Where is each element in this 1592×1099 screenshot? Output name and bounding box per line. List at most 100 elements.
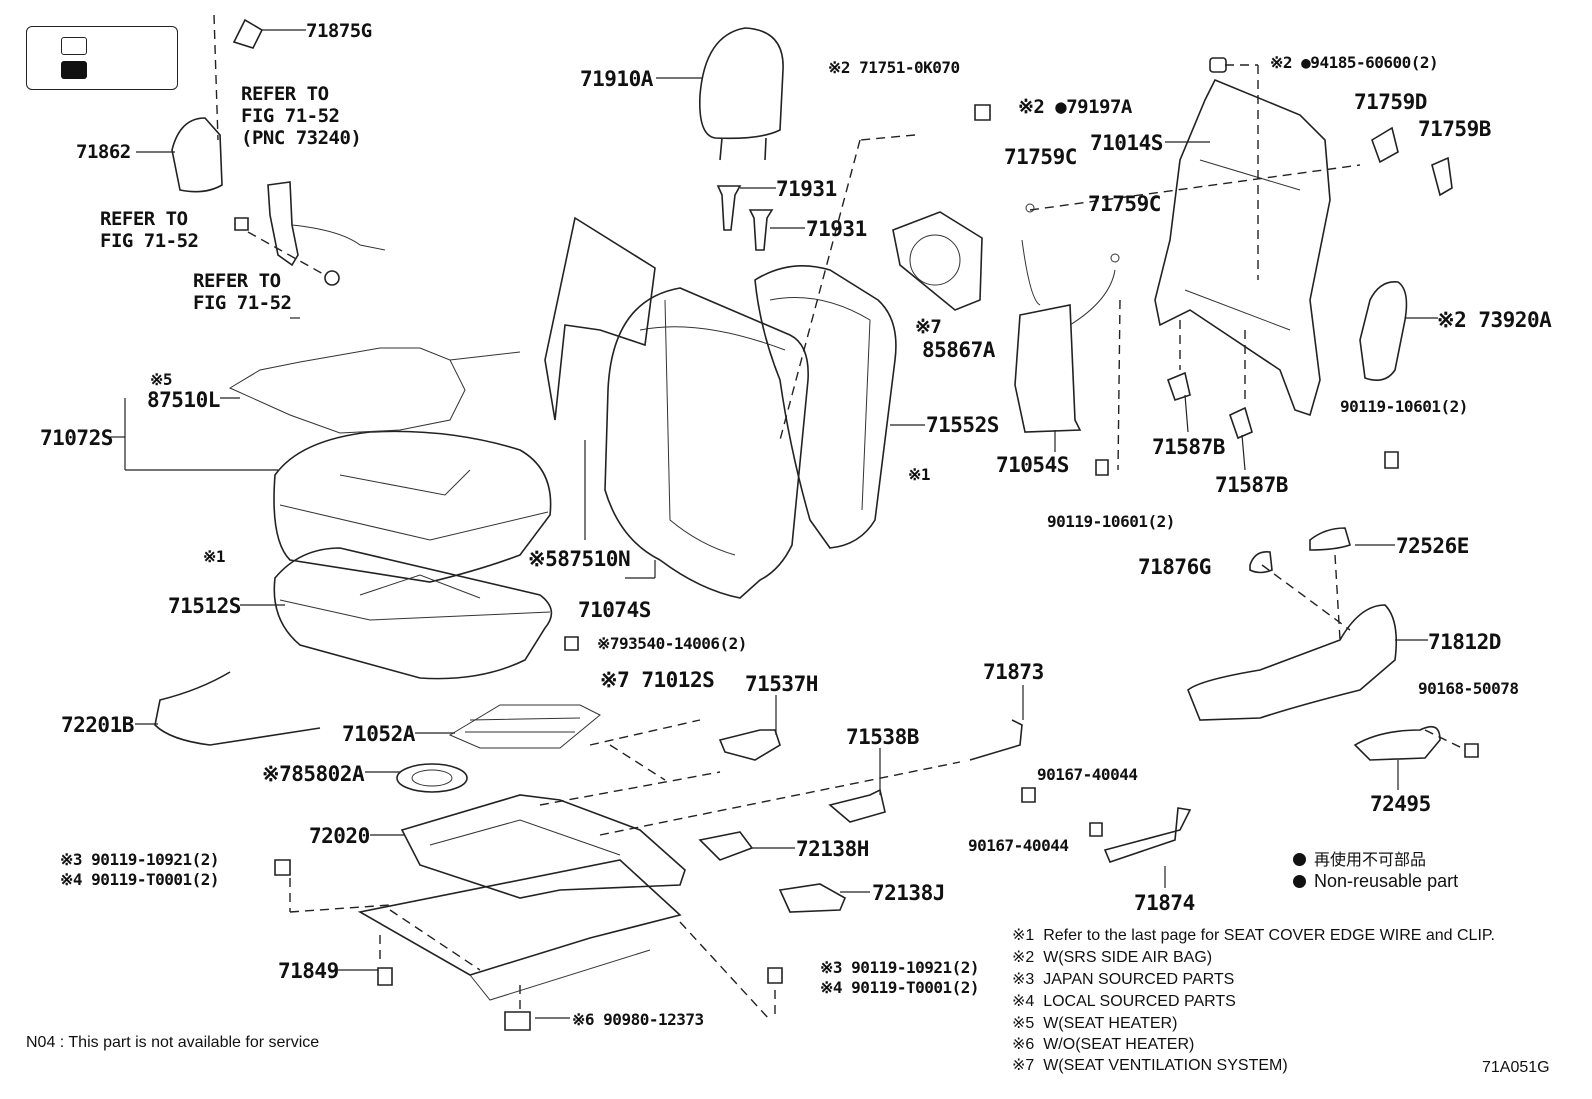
- note-mark-1-a: ※1: [203, 547, 226, 566]
- refer-to-c2: FIG 71-52: [193, 292, 292, 314]
- clips-drawing: [1025, 126, 1453, 263]
- part-94185-60600[interactable]: ※2 ●94185-60600(2): [1270, 53, 1439, 72]
- part-71812d[interactable]: 71812D: [1428, 630, 1501, 654]
- part-71512s[interactable]: 71512S: [168, 594, 241, 618]
- note-row: ※3 JAPAN SOURCED PARTS: [1012, 971, 1235, 988]
- part-71876g[interactable]: 71876G: [1138, 555, 1211, 579]
- white-swatch: [61, 37, 87, 55]
- part-71759b[interactable]: 71759B: [1418, 117, 1491, 141]
- part-90167-40044-b[interactable]: 90167-40044: [968, 836, 1069, 855]
- part-71537h[interactable]: 71537H: [745, 672, 818, 696]
- bracket-drawing: [698, 729, 886, 913]
- side-airbag-drawing: [1359, 281, 1408, 381]
- legend-nonreusable-en: Non-reusable part: [1293, 871, 1458, 892]
- note-row: ※7 W(SEAT VENTILATION SYSTEM): [1012, 1057, 1288, 1074]
- part-85802a[interactable]: ※785802A: [262, 762, 365, 786]
- part-71587b-b[interactable]: 71587B: [1215, 473, 1288, 497]
- part-71862[interactable]: 71862: [76, 141, 131, 163]
- part-90119-t0001-b[interactable]: ※4 90119-T0001(2): [820, 978, 980, 997]
- part-72201b[interactable]: 72201B: [61, 713, 134, 737]
- refer-to-a2: FIG 71-52: [241, 105, 340, 127]
- note-row: ※1 Refer to the last page for SEAT COVER…: [1012, 927, 1495, 944]
- headrest-drawing: [698, 27, 784, 161]
- diagram-id: 71A051G: [1482, 1059, 1550, 1076]
- part-71052a[interactable]: 71052A: [342, 722, 415, 746]
- bolts-drawing: [234, 57, 1479, 1031]
- part-71552s[interactable]: 71552S: [926, 413, 999, 437]
- cover-71862-drawing: [171, 117, 223, 193]
- seatback-pad-drawing: [754, 264, 897, 549]
- lever-drawing: [1353, 725, 1441, 761]
- part-72526e[interactable]: 72526E: [1396, 534, 1469, 558]
- part-72495[interactable]: 72495: [1370, 792, 1431, 816]
- part-71759c-b[interactable]: 71759C: [1088, 192, 1161, 216]
- part-71931-b[interactable]: 71931: [806, 217, 867, 241]
- filled-circle-icon: [1293, 853, 1306, 866]
- part-72020[interactable]: 72020: [309, 824, 370, 848]
- part-79197a[interactable]: ※2 ●79197A: [1018, 96, 1132, 118]
- legend-swatch-box: [26, 26, 178, 90]
- clip-71876g-drawing: [1249, 550, 1273, 574]
- part-71849[interactable]: 71849: [278, 959, 339, 983]
- part-87510l-mark: ※5: [150, 370, 173, 389]
- leader-lines: [110, 29, 1438, 1019]
- part-72138h[interactable]: 72138H: [796, 837, 869, 861]
- part-71759c-a[interactable]: 71759C: [1004, 145, 1077, 169]
- part-71014s[interactable]: 71014S: [1090, 131, 1163, 155]
- buckle-drawing: [267, 181, 386, 267]
- part-71587b-a[interactable]: 71587B: [1152, 435, 1225, 459]
- refer-to-b2: FIG 71-52: [100, 230, 199, 252]
- refer-to-b1: REFER TO: [100, 208, 188, 230]
- note-row: ※6 W/O(SEAT HEATER): [1012, 1036, 1195, 1053]
- refer-to-a3: (PNC 73240): [241, 127, 362, 149]
- part-87510n[interactable]: ※587510N: [528, 547, 631, 571]
- part-71751-0k070[interactable]: ※2 71751-0K070: [828, 58, 960, 77]
- guide-lines: [213, 14, 1463, 1021]
- part-90119-10601-a[interactable]: 90119-10601(2): [1340, 397, 1468, 416]
- part-71875g[interactable]: 71875G: [306, 20, 372, 42]
- back-board-drawing: [544, 216, 656, 421]
- part-90168-50078[interactable]: 90168-50078: [1418, 679, 1519, 698]
- part-90119-t0001-a[interactable]: ※4 90119-T0001(2): [60, 870, 220, 889]
- hooks-71587b-drawing: [1166, 371, 1253, 440]
- part-85867a-mark: ※7: [915, 316, 942, 338]
- seatback-frame-drawing: [1154, 78, 1331, 417]
- seat-track-drawing: [357, 794, 686, 1001]
- cushion-cover-drawing: [273, 430, 552, 583]
- seat-spring-drawing: [448, 704, 601, 749]
- part-85867a[interactable]: 85867A: [922, 338, 995, 362]
- part-90119-10921-b[interactable]: ※3 90119-10921(2): [820, 958, 980, 977]
- note-row: ※2 W(SRS SIDE AIR BAG): [1012, 949, 1213, 966]
- part-71910a[interactable]: 71910A: [580, 67, 653, 91]
- seatback-cover-drawing: [604, 287, 809, 599]
- part-90119-10601-b[interactable]: 90119-10601(2): [1047, 512, 1175, 531]
- part-71012s[interactable]: ※7 71012S: [600, 668, 715, 692]
- part-90119-10921-a[interactable]: ※3 90119-10921(2): [60, 850, 220, 869]
- part-71931-a[interactable]: 71931: [776, 177, 837, 201]
- part-90980-12373[interactable]: ※6 90980-12373: [572, 1010, 704, 1029]
- refer-to-c1: REFER TO: [193, 270, 281, 292]
- headrest-support-drawing: [716, 185, 774, 251]
- knob-drawing: [1309, 527, 1351, 551]
- part-72138j[interactable]: 72138J: [872, 881, 945, 905]
- part-93540-14006[interactable]: ※793540-14006(2): [597, 634, 747, 653]
- part-71072s[interactable]: 71072S: [40, 426, 113, 450]
- part-71538b[interactable]: 71538B: [846, 725, 919, 749]
- part-73920a[interactable]: ※2 73920A: [1437, 308, 1552, 332]
- clip-71875g-drawing: [232, 18, 264, 49]
- part-71759d[interactable]: 71759D: [1354, 90, 1427, 114]
- filled-circle-icon: [1293, 875, 1306, 888]
- part-90167-40044-a[interactable]: 90167-40044: [1037, 765, 1138, 784]
- cable-drawing: [969, 719, 1192, 863]
- part-71074s[interactable]: 71074S: [578, 598, 651, 622]
- part-71873[interactable]: 71873: [983, 660, 1044, 684]
- note-row: ※5 W(SEAT HEATER): [1012, 1015, 1178, 1032]
- part-87510l[interactable]: 87510L: [147, 388, 220, 412]
- part-71874[interactable]: 71874: [1134, 891, 1195, 915]
- lumbar-support-drawing: [1014, 239, 1116, 433]
- heater-mat-drawing: [228, 347, 521, 434]
- vent-fan-drawing: [892, 211, 983, 311]
- black-swatch: [61, 61, 87, 79]
- part-71054s[interactable]: 71054S: [996, 453, 1069, 477]
